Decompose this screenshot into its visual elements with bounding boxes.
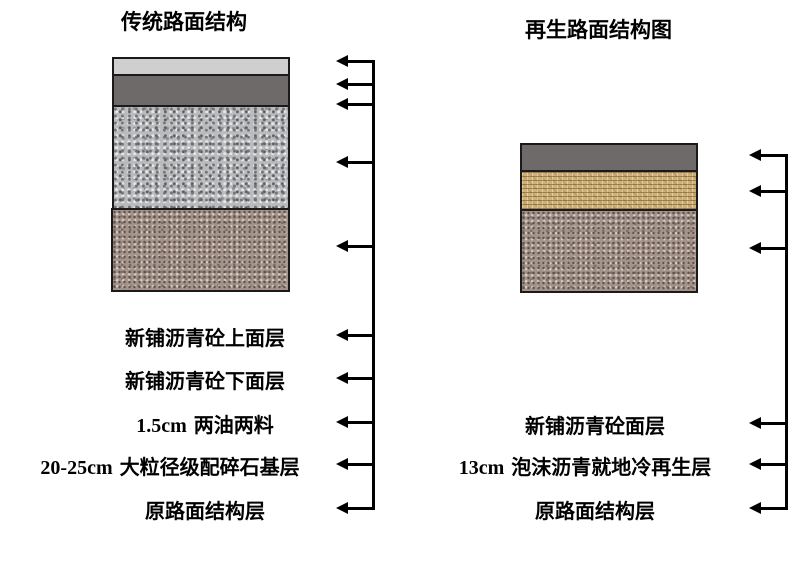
left-bracket-line (372, 60, 375, 509)
right-layer-foam-asphalt-recycled (520, 170, 698, 211)
arrow-left-icon (749, 185, 761, 197)
arrow-left-icon (336, 240, 348, 252)
left-layer-original-pavement (111, 208, 290, 292)
arrow-left-icon (336, 156, 348, 168)
left-label-upper-asphalt: 新铺沥青砼上面层 (125, 326, 285, 350)
left-label-original-pavement: 原路面结构层 (145, 499, 265, 523)
arrow-left-icon (336, 458, 348, 470)
right-label-foam-asphalt-recycled: 13cm 泡沫沥青就地冷再生层 (458, 455, 712, 479)
arrow-left-icon (336, 502, 348, 514)
arrow-left-icon (749, 502, 761, 514)
arrow-left-icon (336, 416, 348, 428)
left-layer-lower-asphalt (112, 74, 290, 107)
left-layer-gravel-base (112, 105, 290, 210)
left-diagram-title: 传统路面结构 (121, 10, 247, 34)
right-diagram-title: 再生路面结构图 (525, 18, 672, 42)
right-bracket-line (785, 154, 788, 509)
arrow-left-icon (749, 242, 761, 254)
right-layer-original-pavement (520, 209, 698, 293)
left-label-gravel-base: 20-25cm 大粒径级配碎石基层 (40, 455, 300, 479)
arrow-left-icon (336, 98, 348, 110)
arrow-left-icon (749, 417, 761, 429)
arrow-left-icon (336, 78, 348, 90)
right-layer-asphalt-surface (520, 143, 698, 172)
arrow-left-icon (336, 372, 348, 384)
right-label-original-pavement: 原路面结构层 (535, 499, 655, 523)
arrow-left-icon (336, 55, 348, 67)
arrow-left-icon (749, 458, 761, 470)
arrow-left-icon (336, 329, 348, 341)
arrow-left-icon (749, 149, 761, 161)
left-label-seal-layer: 1.5cm 两油两料 (136, 413, 274, 437)
right-label-asphalt-surface: 新铺沥青砼面层 (525, 414, 665, 438)
left-label-lower-asphalt: 新铺沥青砼下面层 (125, 369, 285, 393)
